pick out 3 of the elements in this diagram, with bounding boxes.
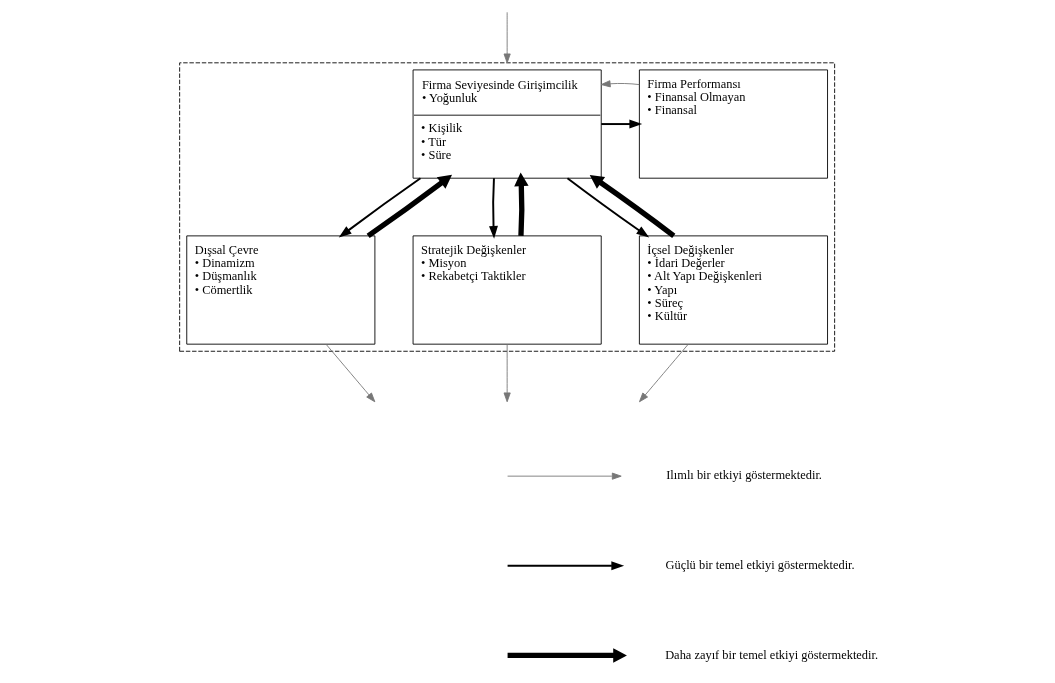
legend-label: Daha zayıf bir temel etkiyi göstermektedir.	[664, 647, 878, 662]
legend-label: Güçlü bir temel etkiyi göstermektedir.	[665, 558, 855, 573]
legend-label: Ilımlı bir etkiyi göstermektedir.	[665, 468, 822, 483]
